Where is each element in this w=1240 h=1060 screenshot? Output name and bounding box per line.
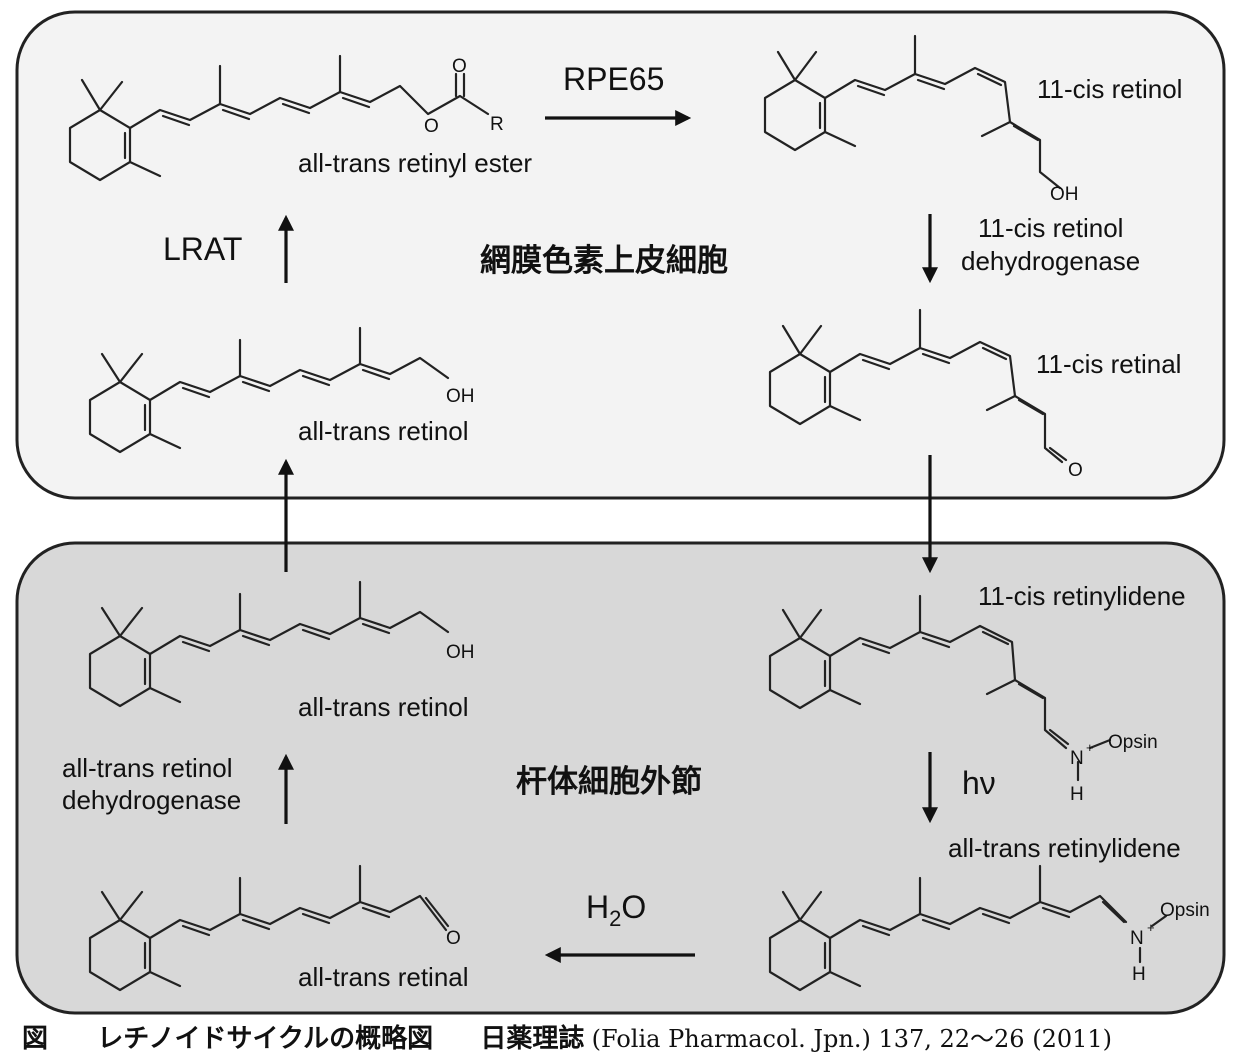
trans-retinol-rod-structure: OH (88, 580, 475, 708)
water-sub: 2 (609, 906, 621, 931)
retinyl-ester-label: all-trans retinyl ester (298, 148, 532, 178)
cis-dh-label-line1: 11-cis retinol (978, 213, 1123, 243)
atom-o: O (424, 116, 439, 137)
caption-reference: (Folia Pharmacol. Jpn.) 137, 22〜26 (2011… (591, 1025, 1113, 1053)
water-o: O (621, 889, 646, 925)
atom-h: H (1132, 964, 1146, 985)
figure-caption: 図 レチノイドサイクルの概略図 日薬理誌 (Folia Pharmacol. J… (22, 1018, 1112, 1055)
atom-plus: + (1147, 920, 1155, 935)
cis-dh-label-line2: dehydrogenase (961, 246, 1140, 276)
atom-opsin: Opsin (1160, 900, 1210, 921)
rod-outer-segment-panel (15, 541, 1226, 1015)
cis-retinol-label: 11-cis retinol (1037, 74, 1182, 104)
trans-dh-label-line1: all-trans retinol (62, 753, 233, 783)
caption-journal: 日薬理誌 (480, 1024, 585, 1054)
light-label: hν (962, 765, 996, 801)
trans-retinol-rod-label: all-trans retinol (298, 692, 469, 722)
atom-o: O (452, 56, 467, 77)
atom-n: N (1070, 748, 1084, 769)
cis-retinal-structure: O (768, 308, 1083, 481)
water-h: H (586, 889, 609, 925)
rpe65-label: RPE65 (563, 61, 664, 97)
caption-figure-number: 図 (22, 1024, 49, 1054)
cis-retinylidene-structure: N + H Opsin (768, 594, 1158, 805)
trans-retinol-rpe-structure: OH (88, 326, 475, 454)
trans-retinal-label: all-trans retinal (298, 962, 469, 992)
caption-title: レチノイドサイクルの概略図 (97, 1024, 434, 1054)
trans-retinylidene-structure: N + H Opsin (768, 864, 1210, 992)
atom-opsin: Opsin (1108, 732, 1158, 753)
cis-retinal-label: 11-cis retinal (1036, 349, 1181, 379)
rpe-region-label: 網膜色素上皮細胞 (480, 243, 728, 279)
atom-oh: OH (1050, 184, 1079, 205)
atom-h: H (1070, 784, 1084, 805)
trans-retinol-rpe-label: all-trans retinol (298, 416, 469, 446)
atom-r: R (490, 114, 504, 135)
trans-dh-label-line2: dehydrogenase (62, 785, 241, 815)
retinyl-ester-structure: O O R (68, 54, 504, 182)
lrat-label: LRAT (163, 231, 242, 267)
trans-retinylidene-label: all-trans retinylidene (948, 833, 1181, 863)
water-label: H2O (586, 889, 646, 931)
atom-oh: OH (446, 642, 475, 663)
atom-o: O (1068, 460, 1083, 481)
atom-n: N (1130, 928, 1144, 949)
rod-region-label: 杆体細胞外節 (516, 764, 702, 800)
atom-o: O (446, 928, 461, 949)
atom-oh: OH (446, 386, 475, 407)
cis-retinylidene-label: 11-cis retinylidene (978, 581, 1186, 611)
cis-retinol-structure: OH (763, 34, 1079, 205)
atom-plus: + (1086, 740, 1094, 755)
trans-retinal-structure: O (88, 864, 461, 992)
